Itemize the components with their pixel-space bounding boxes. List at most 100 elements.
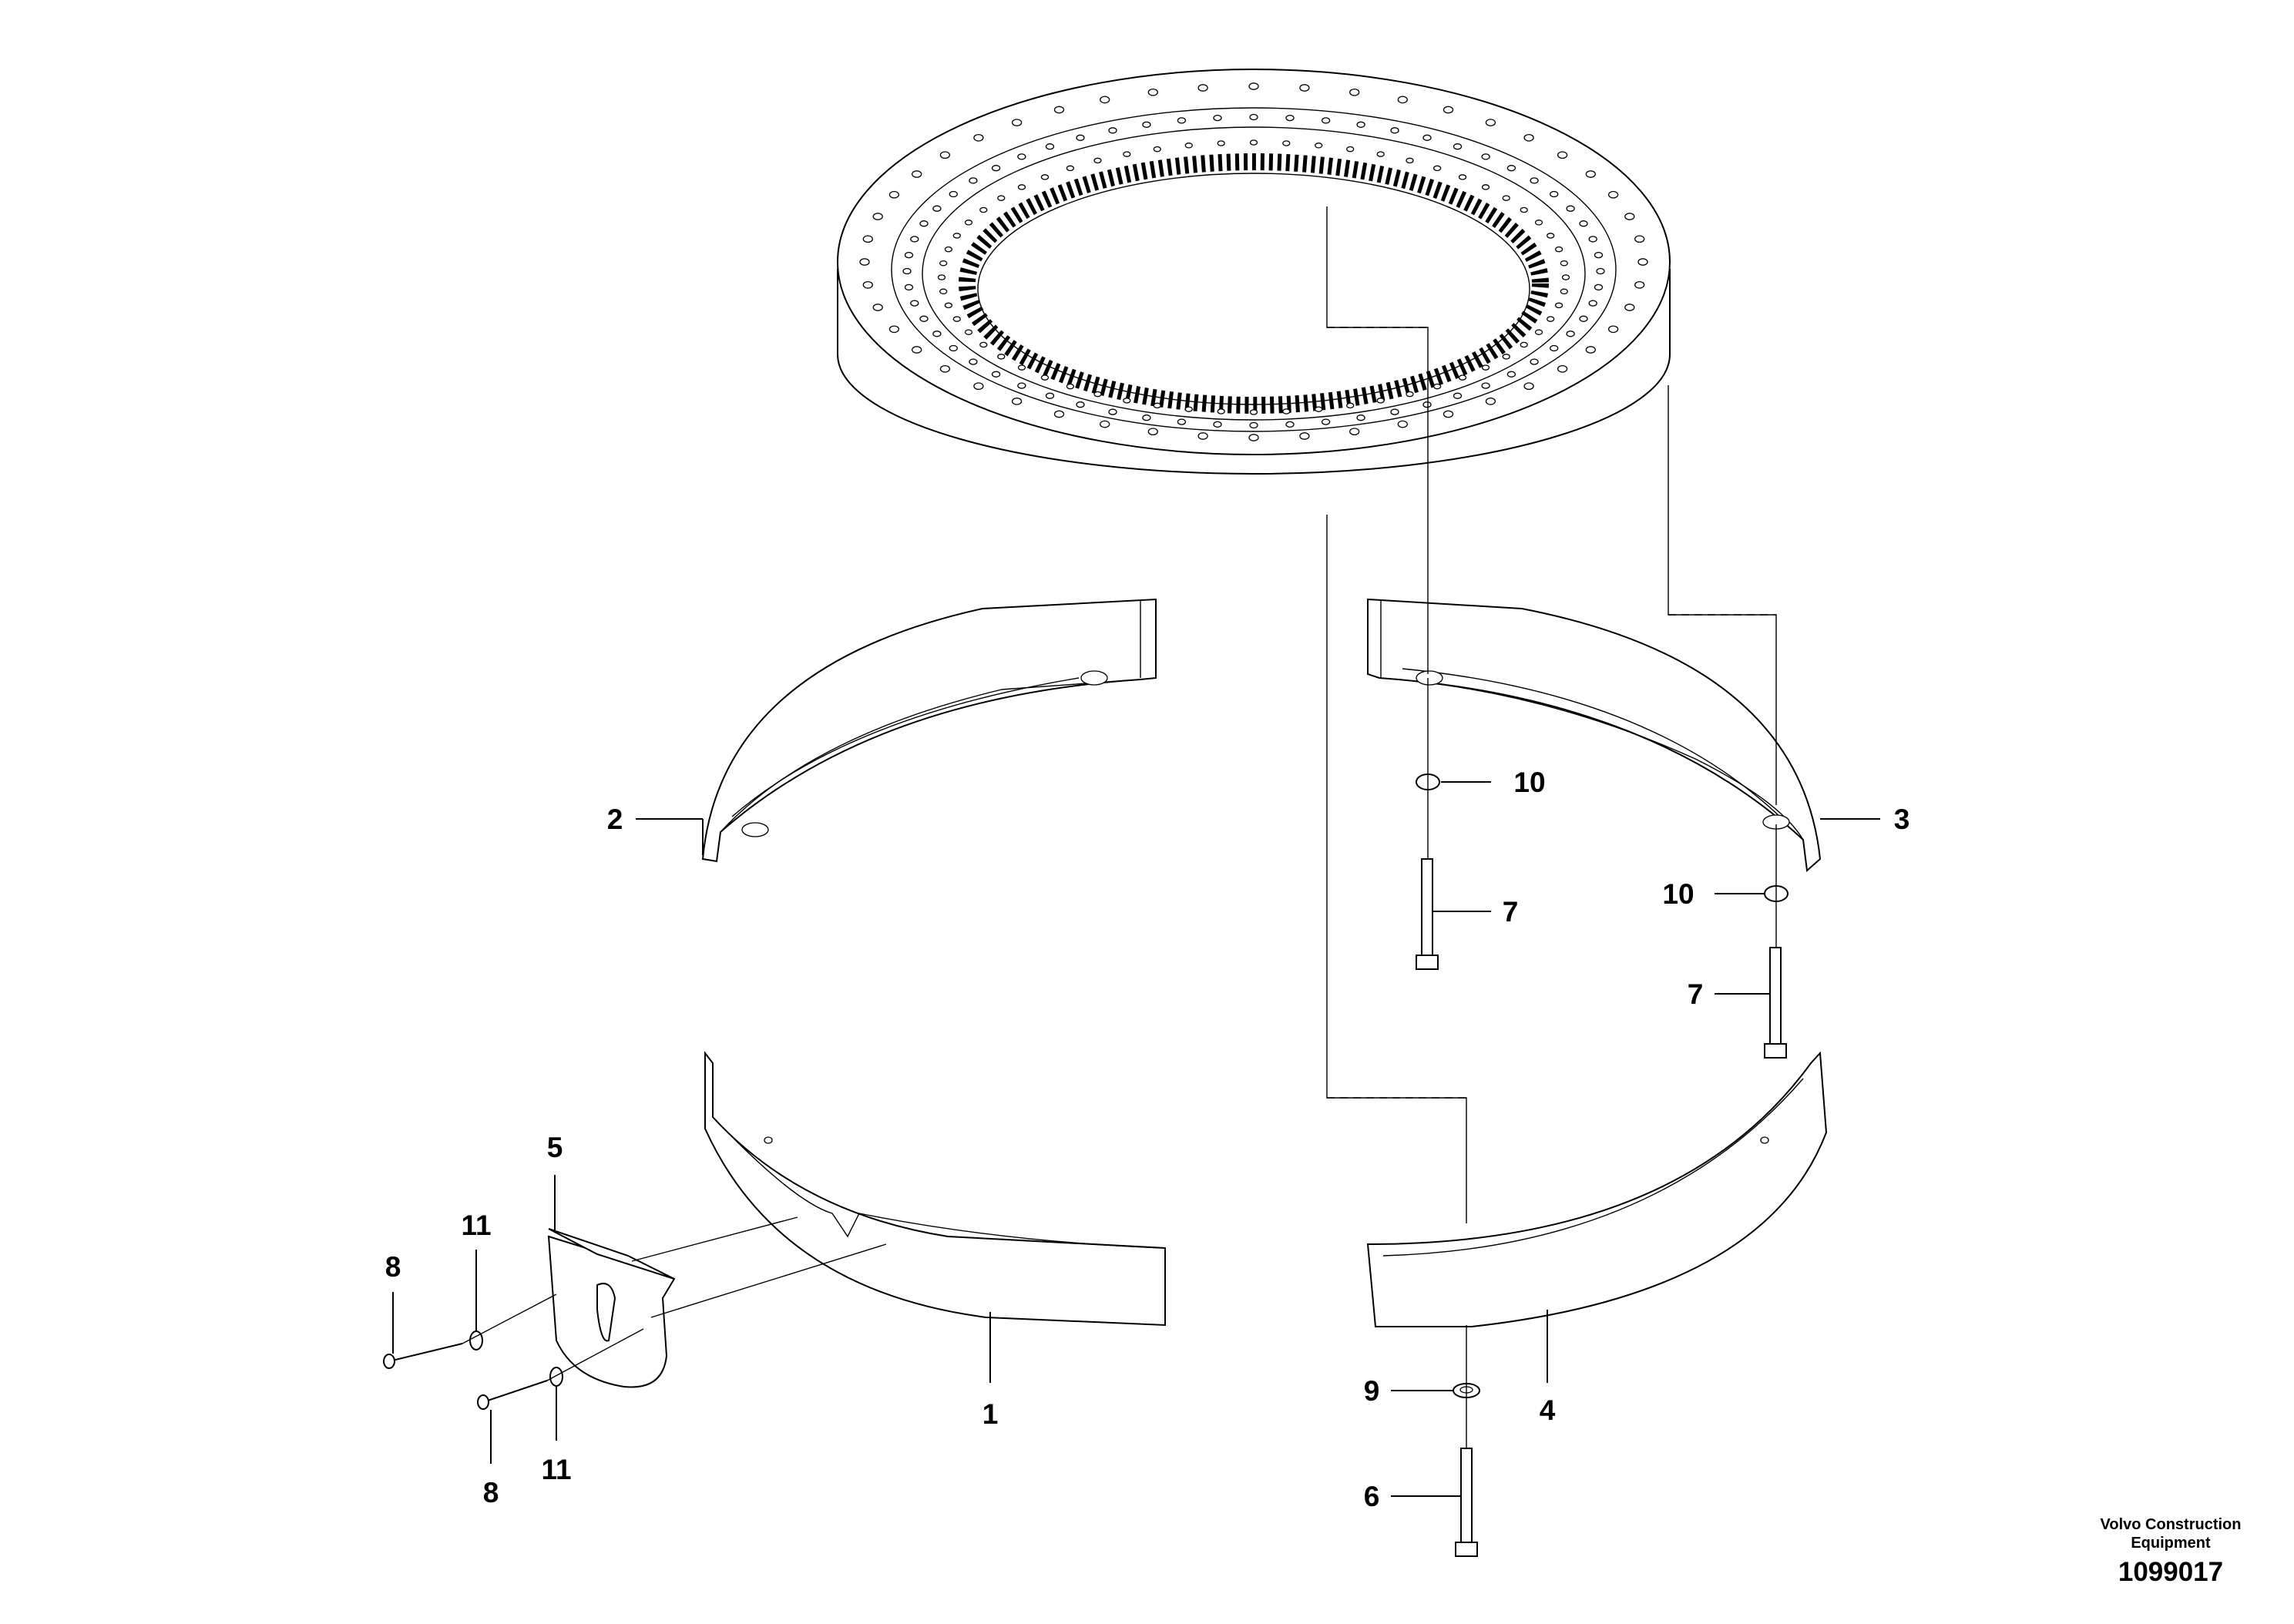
bolt-hole — [1596, 267, 1605, 275]
bolt-hole — [1147, 88, 1158, 96]
callout-5: 5 — [547, 1132, 563, 1163]
bolt-hole — [939, 288, 948, 295]
cover-segment-2-hole — [1080, 670, 1108, 686]
bolt-hole — [1634, 280, 1645, 289]
bolt-hole — [1547, 233, 1555, 239]
bolt-hole — [1397, 96, 1408, 104]
bolt-hole — [979, 341, 988, 348]
slewing-ring-inner-edge — [922, 126, 1586, 421]
bolt-hole — [1011, 398, 1023, 405]
bolt-hole — [1579, 220, 1588, 227]
bolt-hole — [1184, 406, 1193, 412]
bolt-hole — [1376, 398, 1385, 404]
bolt-hole — [1100, 96, 1110, 104]
bolt-hole — [939, 151, 951, 159]
screw-8-upper — [383, 1343, 463, 1369]
bolt-hole — [1045, 143, 1055, 150]
bolt-hole — [1011, 119, 1023, 126]
bolt-hole — [1315, 143, 1323, 149]
bracket-5 — [547, 1228, 676, 1388]
callout-11-upper: 11 — [461, 1210, 491, 1241]
assembly-lines — [462, 206, 1777, 1448]
callout-9: 9 — [1364, 1375, 1380, 1407]
bolt-hole — [1594, 284, 1604, 291]
bolt-hole — [1481, 364, 1490, 371]
brand-name-line1: Volvo Construction — [2101, 1516, 2242, 1533]
bolt-hole — [1017, 184, 1026, 190]
bracket-cutout — [596, 1283, 616, 1342]
bolt-hole — [1637, 258, 1648, 266]
bolt-hole — [872, 213, 883, 220]
bolt-hole — [910, 236, 919, 243]
bolt-hole — [1213, 421, 1222, 428]
assembly-line-screw-lower — [546, 1328, 644, 1381]
bolt-hole — [1624, 304, 1635, 311]
bolt-hole — [1249, 139, 1258, 146]
leader-lines — [392, 781, 1880, 1497]
bolt-hole — [1249, 409, 1258, 415]
bolt-hole — [919, 315, 929, 322]
bolt-hole — [952, 316, 961, 322]
bolt-hole — [1520, 341, 1528, 348]
bolt-hole — [1523, 382, 1534, 391]
bolt-hole — [904, 284, 914, 291]
screw-head — [383, 1354, 395, 1369]
bolt-hole — [1217, 140, 1225, 146]
bolt-hole — [1299, 432, 1310, 440]
slewing-ring-gear-root — [977, 173, 1530, 405]
cover-segment-2-groove — [731, 677, 1080, 817]
bolt-hole — [1432, 165, 1442, 172]
assembly-line-bracket-lower — [650, 1243, 887, 1318]
assembly-line-ring-to-segment-3 — [1326, 206, 1429, 674]
bolt-6 — [1455, 1448, 1478, 1557]
callout-11-lower: 11 — [541, 1454, 571, 1485]
bolt-hole — [1406, 391, 1414, 398]
bolt-hole — [1123, 151, 1131, 157]
bolt-hole — [1561, 274, 1570, 280]
bolt-hole — [1481, 184, 1490, 190]
bolt-hole — [1485, 398, 1496, 405]
bolt-hole — [904, 251, 914, 259]
bolt-hole — [1017, 364, 1026, 371]
bolt-hole — [973, 382, 984, 391]
cover-segment-3-body — [1367, 598, 1822, 873]
bolt-hole — [1315, 406, 1323, 412]
cover-segment-3-hole — [1416, 670, 1443, 686]
cover-segment-2 — [701, 598, 1157, 863]
bolt-hole — [1585, 170, 1596, 178]
screw-8-lower — [477, 1380, 548, 1410]
bolt-hole — [1346, 402, 1355, 409]
bolt-hole — [1422, 134, 1432, 141]
bolt-hole — [859, 258, 870, 266]
callout-labels: 1 2 3 4 5 6 7 7 8 8 9 10 10 11 11 — [385, 767, 1910, 1512]
cover-segment-1-hole — [764, 1136, 773, 1144]
bolt-hole — [1177, 418, 1187, 425]
bolt-hole — [1217, 408, 1225, 414]
bolt-hole — [919, 220, 929, 227]
bolt-hole — [1506, 165, 1516, 172]
bolt-shank — [1769, 947, 1782, 1045]
bolt-hole — [872, 304, 883, 311]
assembly-line-bracket-upper — [631, 1216, 798, 1262]
slewing-ring-gear-teeth — [959, 153, 1549, 414]
bolt-hole — [964, 220, 973, 226]
bolt-hole — [1481, 153, 1490, 160]
screw-head — [477, 1394, 489, 1410]
bolt-hole — [1066, 165, 1075, 172]
bolt-hole — [1397, 420, 1408, 428]
callout-7-upper: 7 — [1503, 896, 1519, 928]
bolt-hole — [1634, 235, 1645, 243]
title-block: Volvo Construction Equipment 1099017 — [2101, 1516, 2242, 1587]
bolt-hole — [1550, 344, 1559, 352]
bolt-hole — [973, 133, 984, 142]
slewing-ring — [837, 69, 1671, 475]
bolt-hole — [1550, 190, 1559, 198]
bolt-hole — [997, 195, 1006, 201]
bolt-hole — [1066, 383, 1075, 390]
bolt-hole — [1547, 316, 1555, 322]
cover-segment-1-body — [704, 1051, 1166, 1327]
bolt-hole — [1285, 421, 1295, 428]
bolt-hole — [937, 274, 946, 280]
bolt-hole — [1458, 174, 1467, 180]
